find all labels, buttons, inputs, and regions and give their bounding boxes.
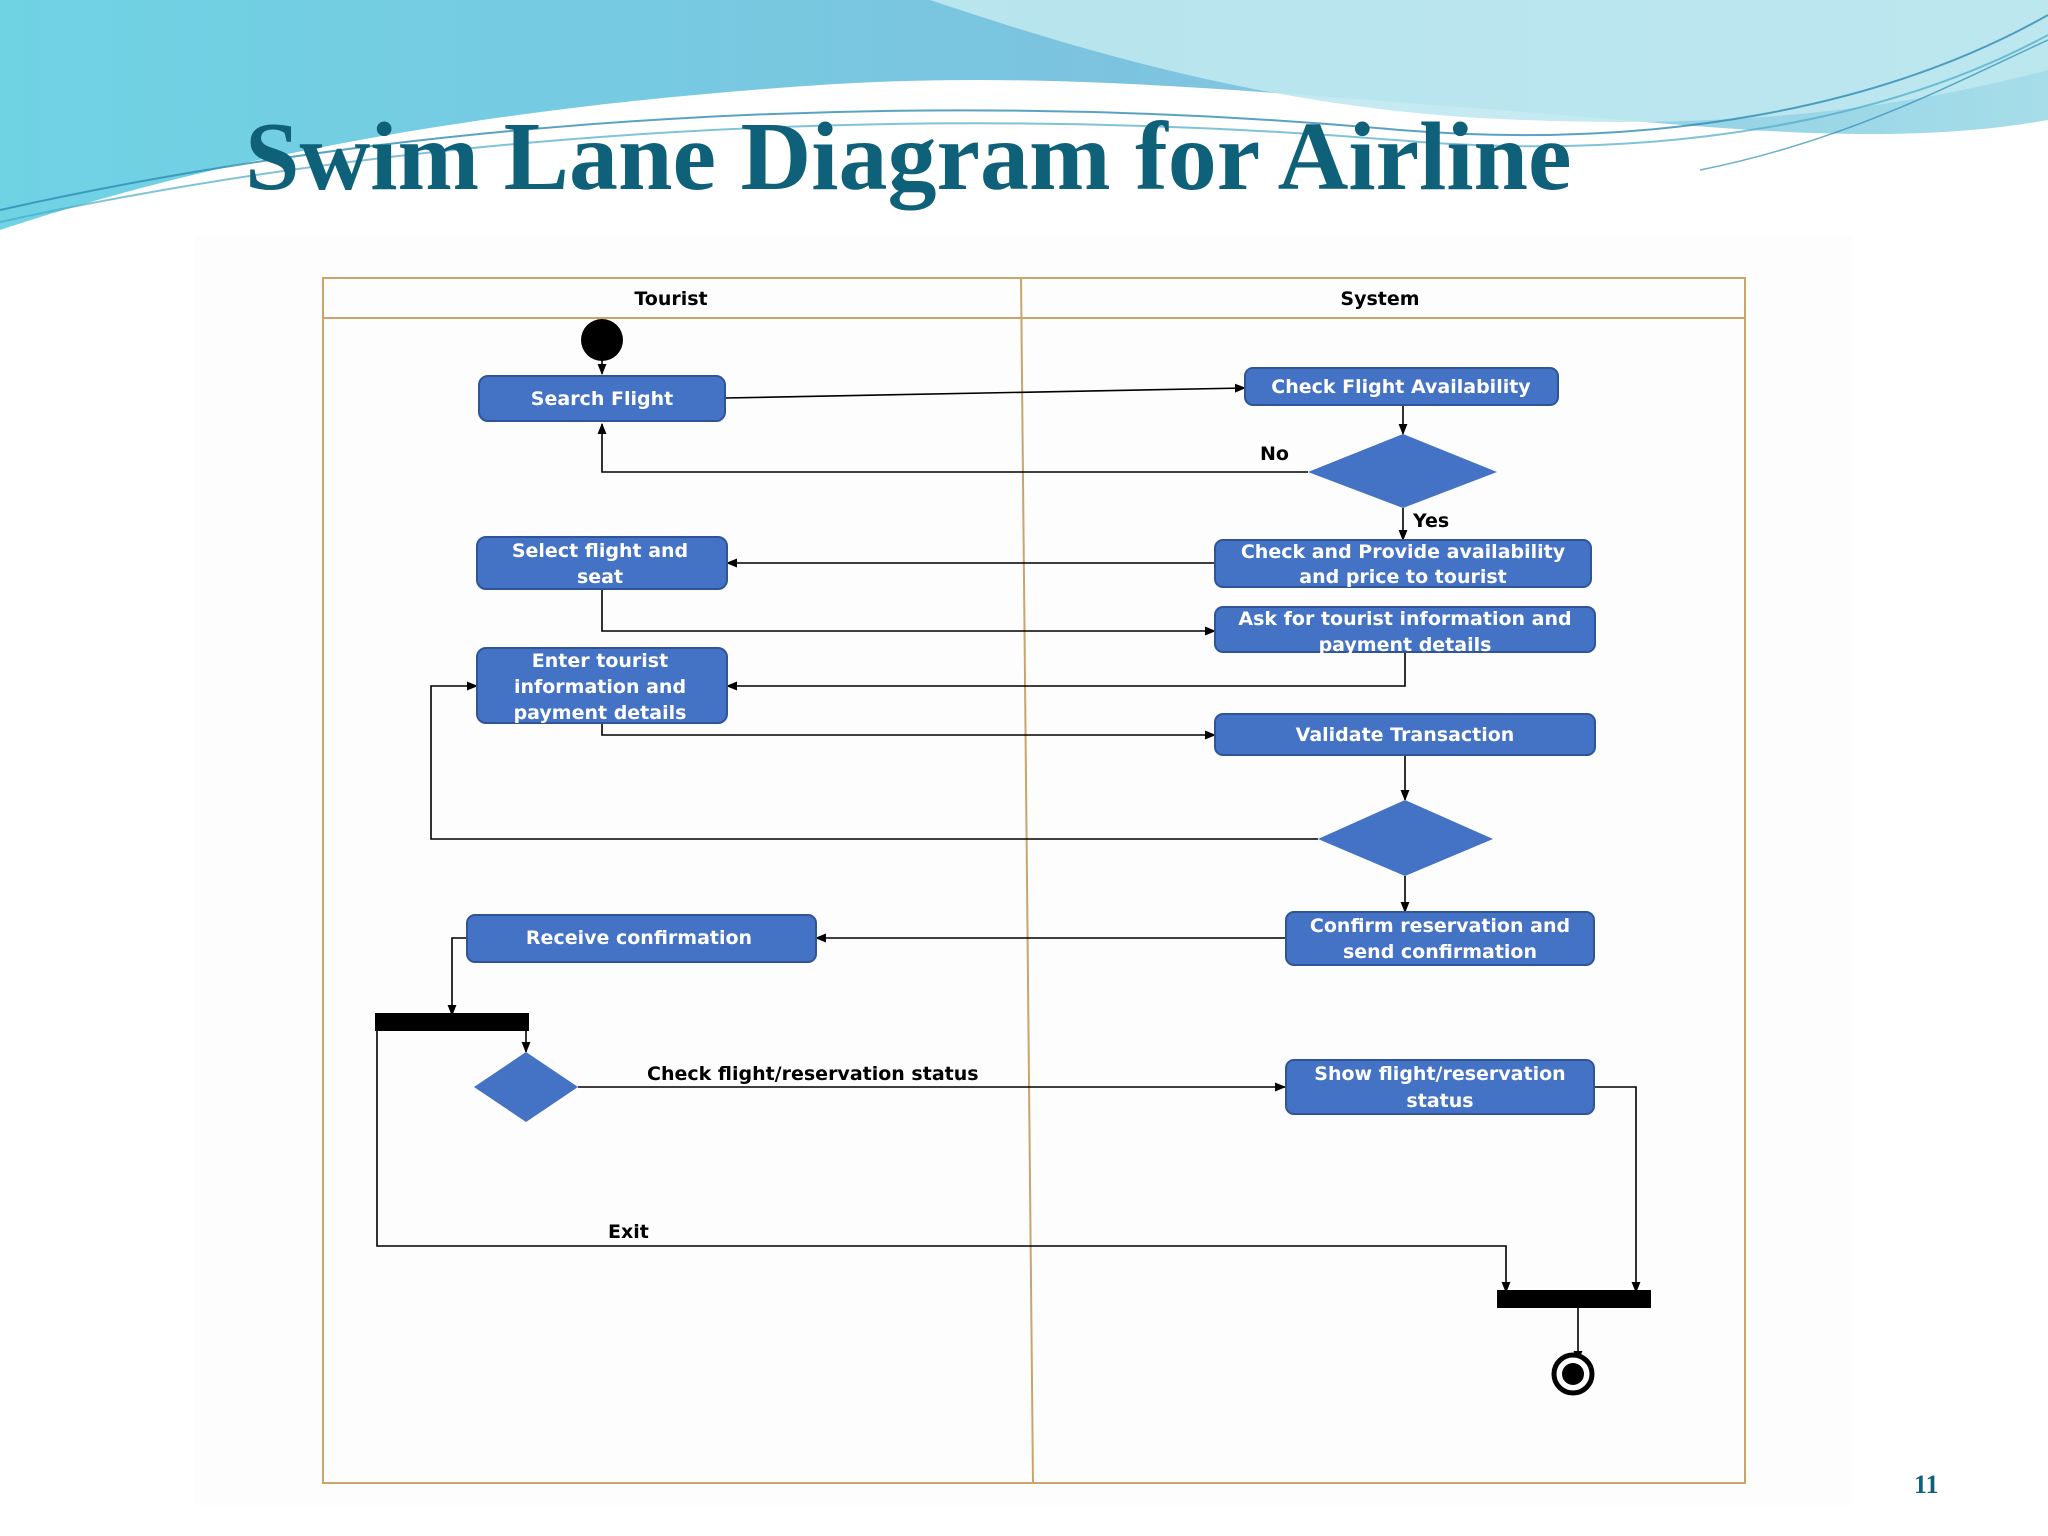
node-ask-info (1214, 606, 1596, 653)
edge-ask-to-enter (725, 652, 1406, 691)
node-select-flight-label-2: seat (577, 566, 623, 588)
node-provide-price (1214, 539, 1592, 588)
node-confirm-reservation-label-1: Confirm reservation and (1310, 915, 1570, 937)
fork-bar (375, 1013, 529, 1031)
edge-invalid-to-enter (430, 681, 1318, 840)
decision-valid (1318, 800, 1493, 876)
node-confirm-reservation-label-2: send confirmation (1343, 941, 1537, 963)
node-show-status-label-1: Show flight/reservation (1314, 1063, 1565, 1085)
node-check-availability-label: Check Flight Availability (1271, 376, 1531, 398)
node-ask-info-label-1: Ask for tourist information and (1238, 608, 1571, 630)
edge-no-to-search (597, 422, 1308, 473)
header-wave-line-3 (1699, 39, 2048, 171)
header-wave-line-2 (0, 34, 2048, 223)
edge-label-no: No (1260, 443, 1289, 465)
start-node (581, 319, 623, 361)
edge-exit-to-join (376, 1016, 1511, 1294)
node-search-flight-label: Search Flight (531, 388, 673, 410)
connectors (376, 355, 1641, 1363)
action-nodes (466, 367, 1596, 1115)
node-select-flight (476, 536, 728, 590)
node-show-status (1285, 1059, 1595, 1115)
node-check-availability (1244, 367, 1559, 406)
node-provide-price-label-2: and price to tourist (1299, 566, 1507, 588)
header-wave-line-1 (0, 14, 2048, 211)
edge-search-to-check (724, 383, 1247, 399)
node-receive-confirmation (466, 914, 817, 963)
node-enter-info-label-2: information and (514, 676, 686, 698)
node-enter-info-label-1: Enter tourist (532, 650, 668, 672)
node-confirm-reservation (1285, 911, 1595, 966)
edge-label-yes: Yes (1412, 510, 1449, 532)
node-enter-info-label-3: payment details (514, 702, 687, 724)
node-search-flight (478, 375, 726, 422)
node-show-status-label-2: status (1406, 1090, 1473, 1112)
edge-receive-to-fork (447, 937, 467, 1017)
node-receive-confirmation-label: Receive confirmation (526, 927, 752, 949)
node-ask-info-label-2: payment details (1319, 634, 1492, 656)
node-enter-info (476, 647, 728, 724)
node-validate (1214, 713, 1596, 756)
decision-availability (1308, 434, 1497, 508)
node-select-flight-label-1: Select flight and (512, 540, 688, 562)
edge-status-to-join (1594, 1086, 1641, 1294)
edge-label-exit: Exit (608, 1221, 649, 1243)
node-validate-label: Validate Transaction (1296, 724, 1515, 746)
lane-title-tourist: Tourist (634, 288, 707, 310)
decision-status (474, 1052, 578, 1122)
join-bar (1497, 1290, 1651, 1308)
edge-label-check-status: Check flight/reservation status (647, 1063, 979, 1085)
diagram-frame (322, 277, 1746, 1484)
lane-divider (1020, 277, 1034, 1484)
slide-title: Swim Lane Diagram for Airline (245, 103, 1572, 211)
end-node-inner (1562, 1363, 1584, 1385)
header-wave-highlight (930, 0, 2048, 122)
page-number: 11 (1914, 1470, 1939, 1499)
lane-title-system: System (1340, 288, 1419, 310)
node-provide-price-label-1: Check and Provide availability (1241, 541, 1566, 563)
edge-select-to-ask (601, 590, 1217, 636)
edge-enter-to-validate (601, 724, 1217, 740)
